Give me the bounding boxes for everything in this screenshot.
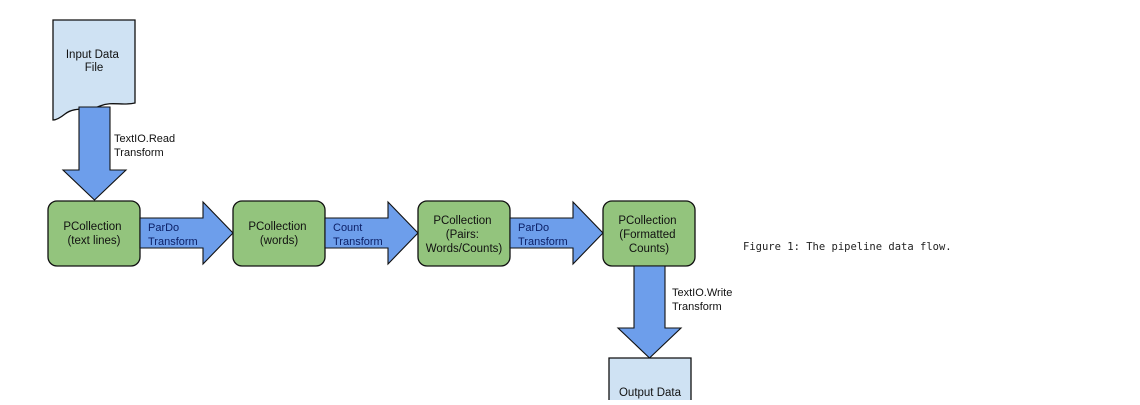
input-data-file-label: Input Data File: [66, 49, 122, 74]
count-transform-label: Count Transform: [333, 222, 383, 248]
pcollection-pairs-label: PCollection (Pairs: Words/Counts): [426, 215, 503, 255]
textio-read-arrow: [61, 106, 128, 201]
textio-read-label: TextIO.Read Transform: [114, 133, 178, 159]
pardo-transform-label-1: ParDo Transform: [148, 222, 198, 248]
pcollection-words: [232, 200, 326, 267]
figure-caption: Figure 1: The pipeline data flow.: [743, 241, 952, 253]
count-transform-arrow: [324, 200, 419, 266]
pardo-transform-arrow-2: [509, 200, 604, 266]
textio-write-arrow: [616, 265, 683, 359]
pcollection-text-lines: [47, 200, 141, 267]
textio-write-label: TextIO.Write Transform: [672, 287, 735, 313]
output-data-file-label: Output Data: [619, 387, 682, 399]
pcollection-text-lines-label: PCollection (text lines): [63, 221, 124, 247]
pardo-transform-arrow-1: [139, 200, 234, 266]
pcollection-words-label: PCollection (words): [248, 221, 309, 247]
pcollection-formatted-counts-label: PCollection (Formatted Counts): [618, 215, 679, 255]
pardo-transform-label-2: ParDo Transform: [518, 222, 568, 248]
